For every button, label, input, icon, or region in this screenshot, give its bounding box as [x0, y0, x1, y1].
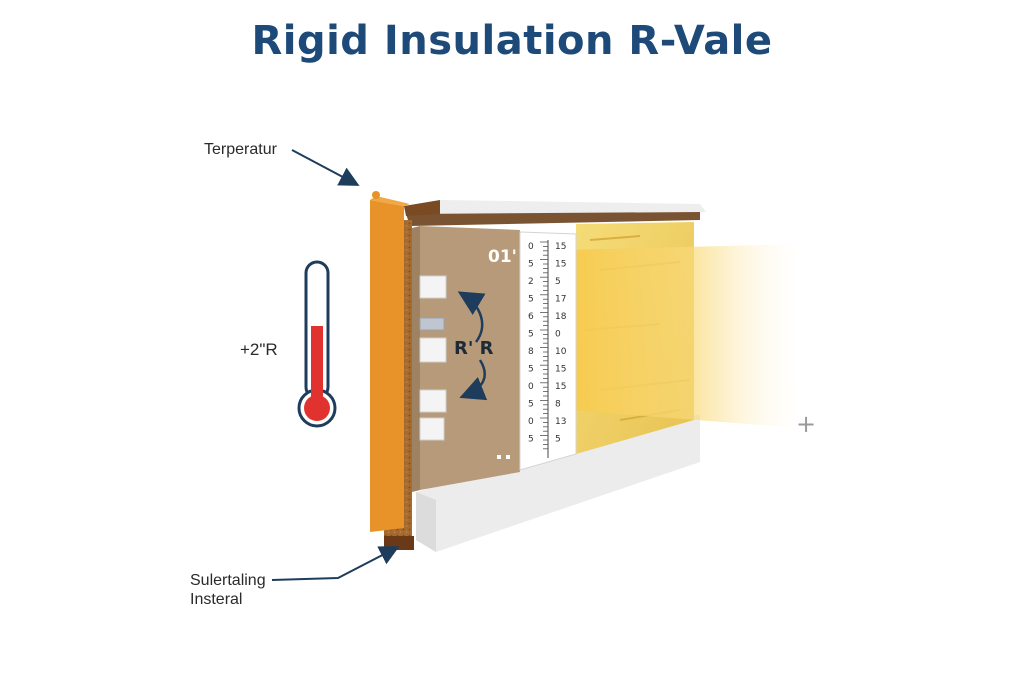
scale-left-number: 0: [528, 417, 534, 427]
scale-right-number: 15: [555, 260, 566, 270]
scale-right-number: 8: [555, 400, 561, 410]
scale-right-number: 0: [555, 330, 561, 340]
scale-left-number: 0: [528, 382, 534, 392]
scale-left-number: 5: [528, 295, 534, 305]
page-title: Rigid Insulation R-Vale: [251, 18, 773, 64]
scale-right-number: 15: [555, 365, 566, 375]
fastener-blocks: [419, 275, 447, 441]
scale-right-number: 17: [555, 295, 566, 305]
panel-mark: [506, 455, 510, 459]
top-slab: [406, 200, 706, 226]
curved-arrow-down-icon: [459, 359, 488, 401]
temperature-pointer-dot: [372, 191, 380, 199]
bottom-label-line1: Sulertaling: [190, 572, 266, 589]
panel-code: 01': [488, 247, 517, 267]
scale-left-number: 5: [528, 400, 534, 410]
r-label: R' R: [454, 338, 494, 359]
curved-arrow-up-icon: [457, 291, 486, 343]
scale-right-number: 15: [555, 382, 566, 392]
temperature-arrow-icon: [291, 149, 360, 186]
scale-right-number: 18: [555, 312, 567, 322]
scale-right-number: 15: [555, 242, 566, 252]
base-slab: [416, 414, 700, 552]
plus-icon: +: [796, 410, 816, 438]
scale-left-number: 0: [528, 242, 534, 252]
bottom-label-line2: Insteral: [190, 591, 243, 608]
scale-left-number: 2: [528, 277, 534, 287]
scale-left-number: 6: [528, 312, 534, 322]
thermometer-icon: [297, 260, 337, 428]
thermometer-value: +2"R: [240, 340, 278, 359]
temperature-label: Terperatur: [204, 141, 277, 158]
scale-left-number: 5: [528, 365, 534, 375]
scale-right-number: 10: [555, 347, 567, 357]
bottom-label: Sulertaling Insteral: [190, 571, 266, 609]
bottom-arrow-icon: [271, 546, 400, 581]
scale-left-number: 5: [528, 260, 534, 270]
panel-mark: [497, 455, 501, 459]
heat-glow: [566, 244, 800, 428]
scale-left-number: 5: [528, 330, 534, 340]
scale-left-number: 5: [528, 435, 534, 445]
scale-right-number: 5: [555, 435, 561, 445]
scale-left-number: 8: [528, 347, 534, 357]
scale-right-number: 13: [555, 417, 566, 427]
scale-right-number: 5: [555, 277, 561, 287]
